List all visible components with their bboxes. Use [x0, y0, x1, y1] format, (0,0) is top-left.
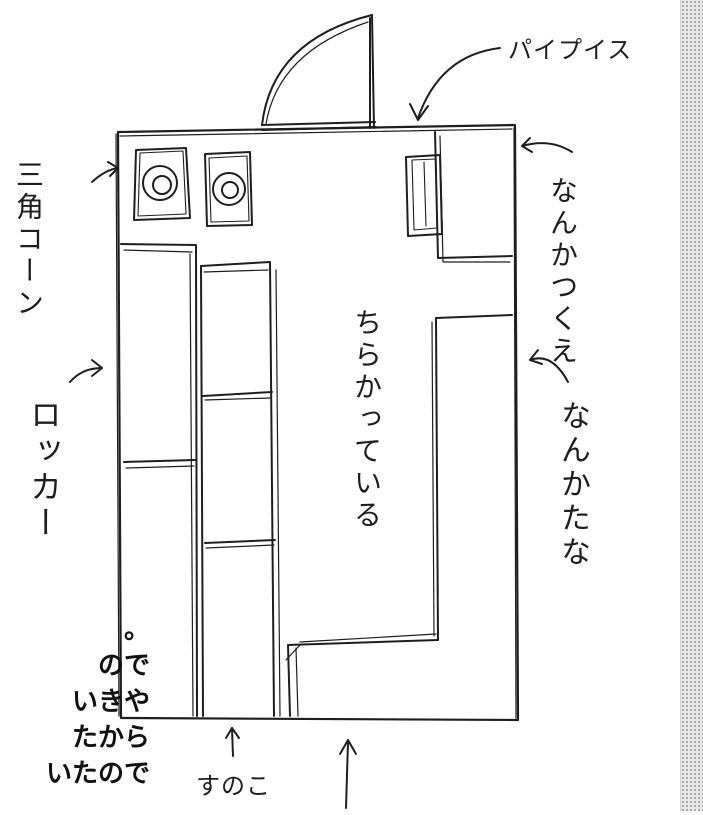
desk-and-chair	[405, 131, 513, 263]
triangle-cones	[133, 147, 253, 227]
shelf	[285, 314, 513, 717]
label-desk: なんかつくえ	[546, 176, 579, 368]
side-caption-line: ので	[97, 651, 150, 681]
label-messy: ちらかっている	[350, 308, 383, 532]
side-caption-line: いたので	[45, 759, 150, 789]
sunoko-boards	[200, 261, 281, 717]
pointer-arrows	[69, 47, 573, 809]
door	[261, 14, 377, 131]
side-caption-line: 。	[123, 615, 150, 645]
side-caption: 。 ので いきや たから いたので	[0, 612, 150, 792]
label-pipe-chair: パイプイス	[508, 36, 633, 64]
label-triangle-cone: 三角コーン	[12, 160, 45, 320]
side-caption-line: たから	[71, 723, 150, 753]
side-caption-line: いきや	[71, 687, 150, 717]
label-shelf: なんかたな	[555, 400, 590, 570]
label-locker: ロッカー	[25, 398, 63, 542]
screentone-strip	[680, 0, 703, 811]
locker	[120, 243, 198, 717]
room-outline	[115, 123, 520, 722]
label-sunoko: すのこ	[196, 772, 271, 800]
